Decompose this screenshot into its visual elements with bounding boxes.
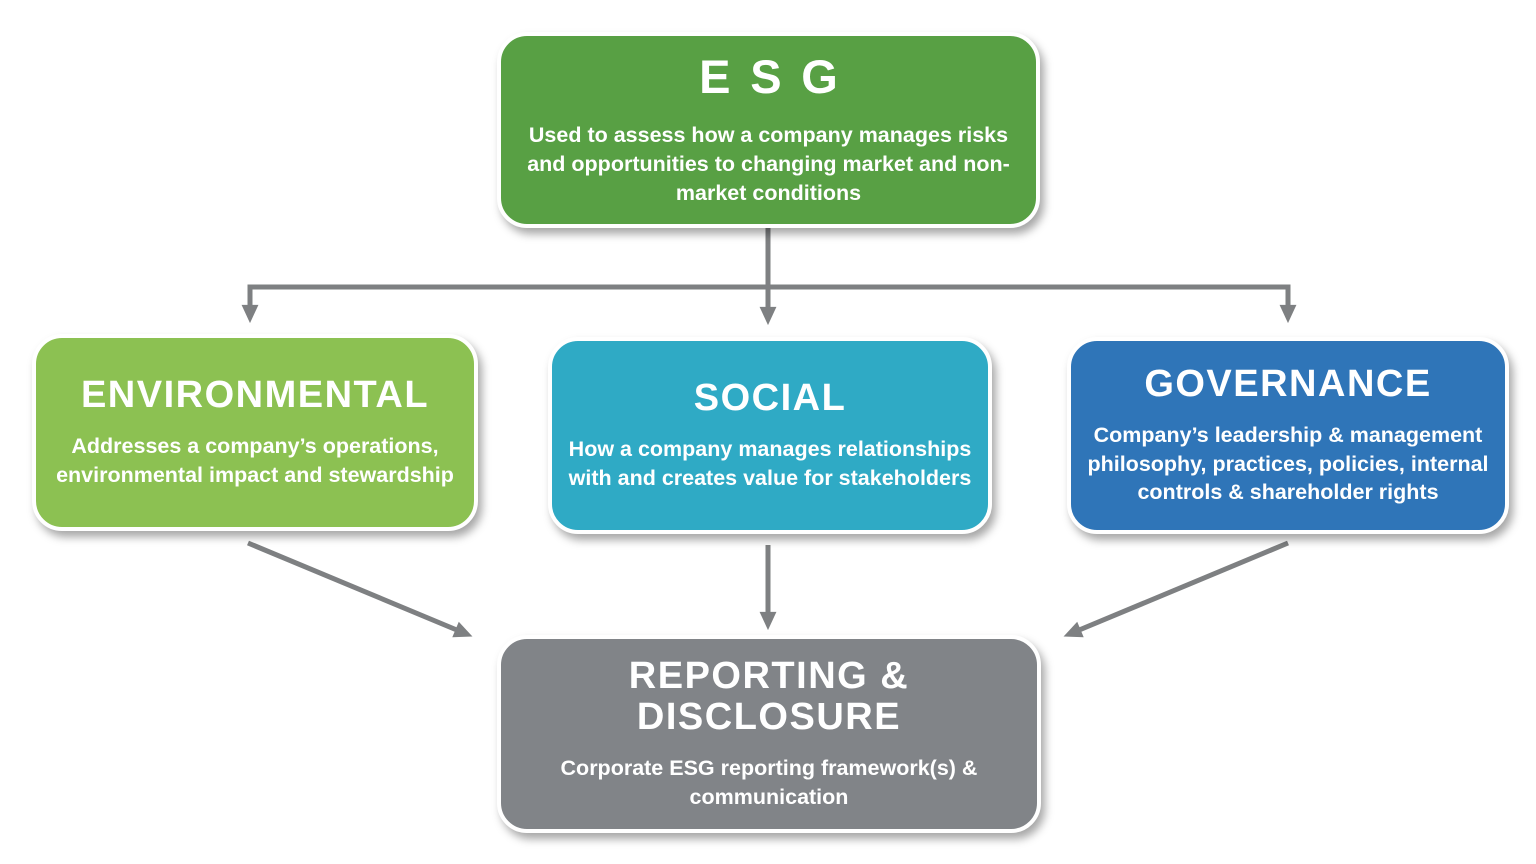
- social-title: SOCIAL: [693, 377, 847, 420]
- node-environmental: ENVIRONMENTAL Addresses a company’s oper…: [32, 334, 478, 531]
- social-description: How a company manages relationships with…: [568, 437, 972, 491]
- esg-title: ESG: [699, 50, 858, 104]
- esg-description: Used to assess how a company manages ris…: [527, 123, 1010, 205]
- reporting-title: REPORTING & DISCLOSURE: [628, 655, 910, 739]
- arrow-governance-to-reporting: [1063, 540, 1289, 638]
- arrow-environmental-to-reporting: [247, 540, 473, 638]
- node-social: SOCIAL How a company manages relationshi…: [548, 337, 992, 534]
- reporting-description: Corporate ESG reporting framework(s) & c…: [560, 756, 978, 810]
- governance-title: GOVERNANCE: [1144, 362, 1432, 405]
- environmental-title: ENVIRONMENTAL: [80, 374, 430, 417]
- node-reporting: REPORTING & DISCLOSURE Corporate ESG rep…: [497, 635, 1041, 833]
- governance-description: Company’s leadership & management philos…: [1087, 422, 1489, 505]
- node-governance: GOVERNANCE Company’s leadership & manage…: [1067, 337, 1509, 534]
- environmental-description: Addresses a company’s operations, enviro…: [56, 434, 454, 488]
- node-esg: ESG Used to assess how a company manages…: [497, 32, 1040, 228]
